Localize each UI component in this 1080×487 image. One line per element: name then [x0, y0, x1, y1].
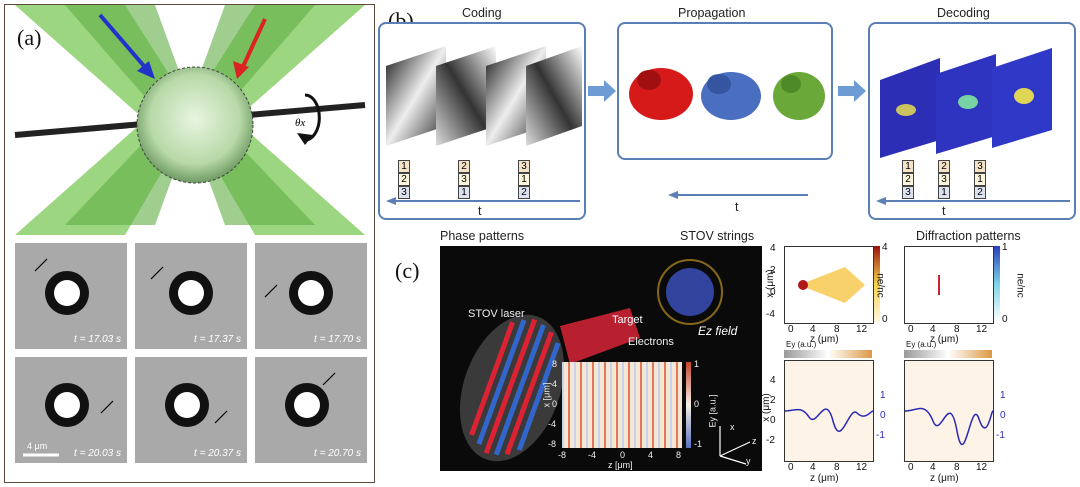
label-target: Target — [612, 314, 643, 326]
field-plot-diffraction — [904, 360, 994, 462]
bottom-xlabel-1: z (μm) — [810, 473, 839, 484]
cb2-label: ne/nc — [1014, 273, 1026, 298]
inset-colorbar — [686, 362, 691, 448]
theta-label: θx — [295, 117, 306, 129]
frame-6: t = 20.70 s — [255, 357, 367, 463]
panel-c-tag: (c) — [395, 258, 420, 283]
frame-3: t = 17.70 s — [255, 243, 367, 349]
arrow-right-1 — [588, 80, 616, 102]
arrow-left-bottom — [668, 191, 808, 199]
header-stov-strings: STOV strings — [680, 229, 755, 243]
stov-laser-illustration — [459, 259, 723, 462]
stov-simulation-panel: STOV laser Target Electrons Ez field 8 4… — [440, 246, 762, 471]
frame-1: t = 17.03 s — [15, 243, 127, 349]
axis-x-label: x — [730, 422, 735, 432]
timestamp-6: t = 20.70 s — [314, 448, 361, 459]
bottom-colorbar-2 — [904, 350, 992, 358]
title-coding: Coding — [462, 6, 502, 20]
decoding-illustration — [880, 48, 1052, 158]
title-decoding: Decoding — [937, 6, 990, 20]
timestamp-4: t = 20.03 s — [74, 448, 121, 459]
axis-y-label: y — [746, 456, 751, 466]
panel-a-tag: (a) — [17, 25, 42, 50]
arrow-right-2 — [838, 80, 866, 102]
bottom-cb-label-1: Ey (a.u.) — [786, 340, 817, 349]
optical-trap-illustration — [14, 5, 366, 235]
propagation-box — [617, 22, 833, 160]
colorbar-density-1 — [874, 246, 880, 322]
density-plot-diffraction — [904, 246, 994, 324]
timestamp-3: t = 17.70 s — [314, 334, 361, 345]
field-plot-stov — [784, 360, 874, 462]
density-plot-stov — [784, 246, 874, 324]
frame-5: t = 20.37 s — [135, 357, 247, 463]
top-ylabel: x (μm) — [764, 269, 776, 298]
bottom-colorbar-1 — [784, 350, 872, 358]
t-label-middle: t — [735, 200, 739, 214]
ey-inset-plot — [562, 362, 682, 448]
inset-xlabel: z [μm] — [608, 460, 633, 470]
header-diffraction-patterns: Diffraction patterns — [916, 229, 1021, 243]
bottom-xlabel-2: z (μm) — [930, 473, 959, 484]
bottom-cb-label-2: Ey (a.u.) — [906, 340, 937, 349]
inset-ylabel: x [μm] — [541, 382, 552, 408]
t-label-coding: t — [478, 204, 482, 218]
bottom-ylabel: x (μm) — [760, 393, 772, 422]
timestamp-2: t = 17.37 s — [194, 334, 241, 345]
timestamp-1: t = 17.03 s — [74, 334, 121, 345]
top-xlabel-2: z (μm) — [930, 334, 959, 345]
propagation-illustration — [629, 68, 825, 120]
frame-4: 4 μm t = 20.03 s — [15, 357, 127, 463]
scale-bar-label: 4 μm — [27, 441, 48, 451]
timestamp-5: t = 20.37 s — [194, 448, 241, 459]
header-phase-patterns: Phase patterns — [440, 229, 525, 243]
panel-a: (a) θx t = 17.03 s t = 17.37 s t = 17.70… — [4, 4, 375, 483]
label-stov-laser: STOV laser — [468, 308, 525, 320]
label-ez-field: Ez field — [698, 324, 738, 338]
colorbar-density-2 — [994, 246, 1000, 322]
axis-z-label: z — [752, 436, 757, 446]
top-xlabel-1: z (μm) — [810, 334, 839, 345]
label-electrons: Electrons — [628, 336, 674, 348]
phase-patterns-illustration — [386, 46, 582, 146]
title-propagation: Propagation — [678, 6, 746, 20]
cb1-label: ne/nc — [874, 273, 886, 298]
frame-2: t = 17.37 s — [135, 243, 247, 349]
t-label-decoding: t — [942, 204, 946, 218]
axes-triad — [719, 426, 751, 465]
